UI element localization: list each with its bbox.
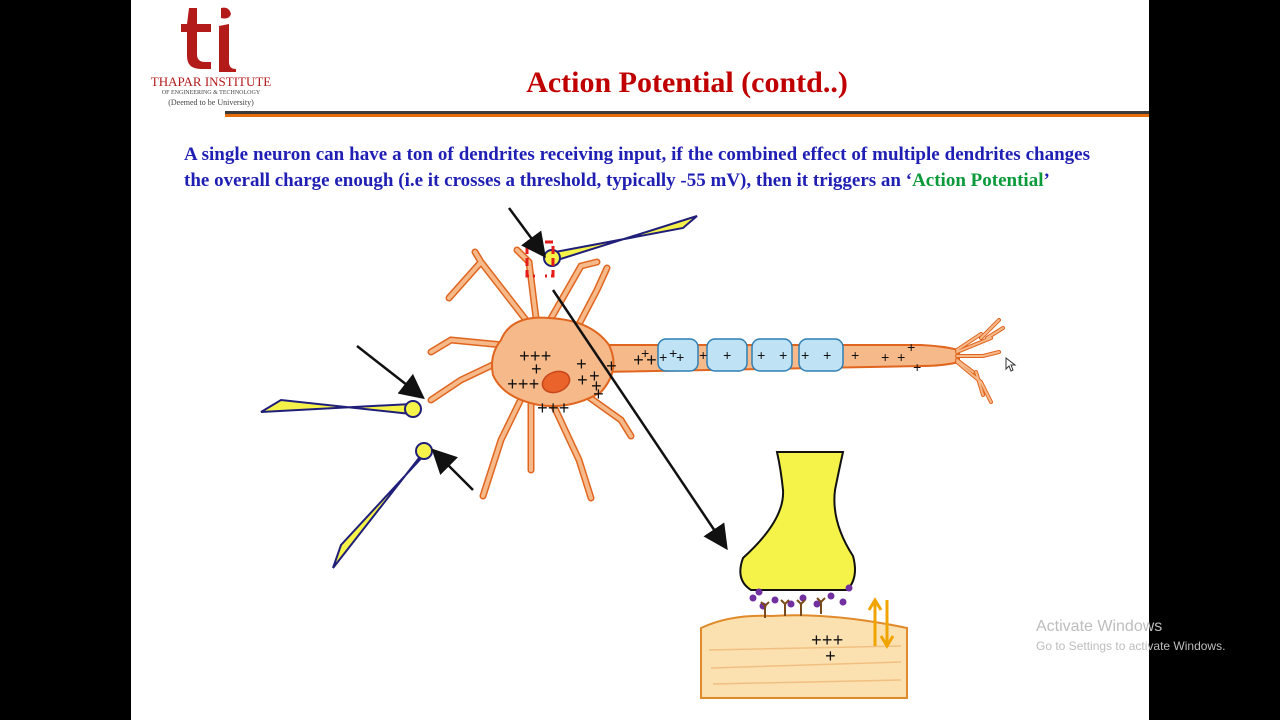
synapse-zoom: +++ +	[700, 451, 908, 699]
synapse-charges: +++ +	[811, 632, 843, 668]
charge-label: +++	[519, 348, 551, 368]
neuron-diagram: +++ + + + + +++ + + + + + +++ + + + + + …	[260, 207, 1005, 699]
charge-label: +	[825, 648, 836, 668]
myelin-sheath	[657, 338, 844, 372]
myelin-segment	[751, 338, 793, 372]
neurotransmitters	[749, 584, 853, 610]
charge-label: +	[531, 361, 542, 381]
charge-label: +	[659, 351, 667, 367]
dendrites	[427, 246, 635, 502]
logo-deemed: (Deemed to be University)	[168, 98, 254, 107]
mouse-cursor-icon	[1005, 357, 1017, 372]
presynaptic-bulb	[739, 451, 856, 591]
terminal-bottom	[332, 451, 428, 569]
receptors	[760, 597, 826, 618]
synapse-dot-left	[404, 400, 422, 418]
charge-label: +	[593, 386, 604, 406]
charge-label: +	[669, 347, 677, 363]
charge-label: +	[676, 351, 684, 367]
action-potential-highlight: Action Potential	[912, 170, 1044, 191]
myelin-segment	[657, 338, 699, 372]
watermark-title: Activate Windows	[1036, 618, 1163, 635]
charge-label: +	[823, 349, 831, 365]
double-arrow-icon	[867, 597, 895, 649]
charge-label: +++	[537, 400, 569, 420]
charge-label: +	[589, 368, 600, 388]
body-text-main: A single neuron can have a ton of dendri…	[184, 144, 1090, 191]
logo-subtitle: OF ENGINEERING & TECHNOLOGY	[161, 90, 261, 96]
slide-title: Action Potential (contd..)	[526, 66, 848, 99]
terminal-top	[549, 215, 698, 264]
arrows	[356, 207, 728, 551]
charge-label: +	[851, 349, 859, 365]
charge-label: +	[801, 349, 809, 365]
arrow-to-top-synapse	[507, 207, 546, 259]
charge-label: +++	[811, 632, 843, 652]
nucleus	[541, 370, 571, 394]
charge-label: +	[576, 356, 587, 376]
title-rule-accent	[225, 114, 1149, 117]
watermark-subtitle: Go to Settings to activate Windows.	[1036, 639, 1226, 653]
body-paragraph: A single neuron can have a ton of dendri…	[184, 142, 1090, 194]
ti-logo-icon	[181, 7, 236, 72]
soma	[491, 316, 615, 408]
charge-label: +	[897, 351, 905, 367]
axon-charges: + + + + + + + + + + + + + + +	[641, 341, 921, 377]
charge-label: +	[881, 351, 889, 367]
postsynaptic-membrane	[700, 614, 908, 699]
charge-label: +	[591, 378, 602, 398]
charge-label: +	[907, 341, 915, 357]
charge-label: +	[641, 347, 649, 363]
charge-label: +	[577, 372, 588, 392]
activation-watermark: Activate Windows Go to Settings to activ…	[1036, 617, 1276, 655]
charge-label: +	[606, 358, 617, 378]
charge-label: +	[779, 349, 787, 365]
charge-label: +++	[507, 376, 539, 396]
synapse-dot-bottom	[415, 442, 433, 460]
charge-label: +	[699, 349, 707, 365]
myelin-segment	[706, 338, 748, 372]
logo-institute-name: THAPAR INSTITUTE	[150, 74, 272, 89]
title-rule	[225, 111, 1149, 114]
institute-logo: THAPAR INSTITUTE OF ENGINEERING & TECHNO…	[137, 2, 277, 110]
soma-charges: +++ + + + + +++ + + + + + +++	[507, 348, 657, 420]
terminal-left	[260, 398, 412, 416]
charge-label: +	[913, 361, 921, 377]
body-text-end: ’	[1043, 170, 1050, 191]
charge-label: +	[723, 349, 731, 365]
charge-label: +	[757, 349, 765, 365]
arrow-to-synapse-zoom	[551, 289, 728, 551]
myelin-segment	[798, 338, 844, 372]
arrow-to-bottom-synapse	[431, 448, 474, 491]
slide: THAPAR INSTITUTE OF ENGINEERING & TECHNO…	[131, 0, 1149, 720]
arrow-to-left-synapse	[356, 345, 425, 400]
charge-label: +	[646, 352, 657, 372]
presynaptic-terminals	[260, 215, 698, 569]
charge-label: +	[633, 352, 644, 372]
